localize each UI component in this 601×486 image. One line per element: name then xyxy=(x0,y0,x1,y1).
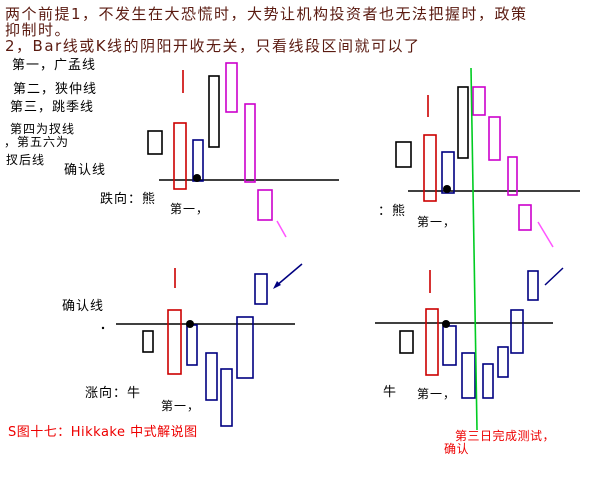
bull-left-direction-label: 涨向：牛 xyxy=(85,386,142,401)
candle-bar-bull-left-2 xyxy=(167,309,182,375)
candle-bar-bear-right-5 xyxy=(472,86,486,116)
candle-bar-bear-left-5 xyxy=(225,62,238,113)
note-fourth-line: 第四为扠线 xyxy=(10,122,76,136)
test-caption-line-2: 确认 xyxy=(444,442,470,456)
bear-right-direction-label: ：熊 xyxy=(378,204,407,219)
candle-bar-bull-left-1 xyxy=(142,330,154,353)
bull-right-direction-label: 牛 xyxy=(383,385,398,400)
note-fifth-sixth: ，第五六为 xyxy=(4,135,70,149)
candle-bar-bear-left-2 xyxy=(173,122,187,190)
bear-left-first-label: 第一， xyxy=(170,202,210,216)
candle-bar-bear-left-4 xyxy=(208,75,220,148)
header-line-2: 抑制时。 xyxy=(5,21,72,39)
candle-bar-bull-left-5 xyxy=(220,368,233,427)
note-second-line: 第二，狭仲线 xyxy=(13,82,98,97)
speck-bull-left xyxy=(101,326,105,330)
candle-bar-bear-left-6 xyxy=(244,103,256,183)
candle-bar-bear-left-7 xyxy=(257,189,273,221)
note-third-line: 第三，跳季线 xyxy=(10,100,95,115)
candle-bar-bear-right-1 xyxy=(395,141,412,168)
direction-arrow-bull-left xyxy=(275,263,303,287)
candle-bar-bear-right-3 xyxy=(441,151,455,194)
confirm-line-label-bottom: 确认线 xyxy=(62,299,105,314)
candle-bar-bull-right-4 xyxy=(461,352,476,399)
candle-bar-bull-right-8 xyxy=(527,270,539,301)
candle-bar-bull-right-5 xyxy=(482,363,494,399)
candle-bar-bear-right-4 xyxy=(457,86,469,159)
candle-bar-bull-right-7 xyxy=(510,309,524,354)
candle-bar-bull-right-2 xyxy=(425,308,439,376)
note-first-line: 第一，广孟线 xyxy=(12,58,97,73)
candle-bar-bull-left-4 xyxy=(205,352,218,401)
candle-bar-bull-left-7 xyxy=(254,273,268,305)
candle-bar-bull-left-3 xyxy=(186,324,198,366)
candle-bar-bear-right-7 xyxy=(507,156,518,196)
bull-right-first-label: 第一， xyxy=(417,387,457,401)
candle-bar-bull-right-3 xyxy=(442,325,457,366)
marker-dot-bull-left xyxy=(186,320,194,328)
header-line-3: 2，Bar线或K线的阴阳开收无关，只看线段区间就可以了 xyxy=(5,37,421,55)
header-line-1: 两个前提1，不发生在大恐慌时，大势让机构投资者也无法把握时，政策 xyxy=(5,5,528,23)
marker-dot-bear-left xyxy=(193,174,201,182)
bear-left-direction-label: 跌向：熊 xyxy=(100,192,157,207)
candle-bar-bull-right-1 xyxy=(399,330,414,354)
marker-dot-bear-right xyxy=(443,185,451,193)
candle-bar-bear-right-8 xyxy=(518,204,532,231)
direction-arrow-bull-right xyxy=(544,267,564,286)
note-after-line: 扠后线 xyxy=(6,153,46,167)
confirm-line-label-top: 确认线 xyxy=(64,163,107,178)
candle-bar-bear-right-2 xyxy=(423,134,437,202)
candle-bar-bear-right-6 xyxy=(488,116,501,161)
green-timeline xyxy=(470,67,478,431)
marker-dot-bull-right xyxy=(442,320,450,328)
direction-arrow-bear-right xyxy=(537,221,554,248)
test-caption-line-1: 第三日完成测试， xyxy=(455,429,556,443)
candle-bar-bear-left-1 xyxy=(147,130,163,155)
bull-left-first-label: 第一， xyxy=(161,399,201,413)
direction-arrow-bear-left xyxy=(276,220,287,238)
candle-bar-bull-right-6 xyxy=(497,346,509,378)
candle-bar-bull-left-6 xyxy=(236,316,254,379)
bear-right-first-label: 第一， xyxy=(417,215,457,229)
arrow-head-bull-left xyxy=(273,281,281,289)
figure-caption: S图十七：Hikkake 中式解说图 xyxy=(8,425,198,440)
